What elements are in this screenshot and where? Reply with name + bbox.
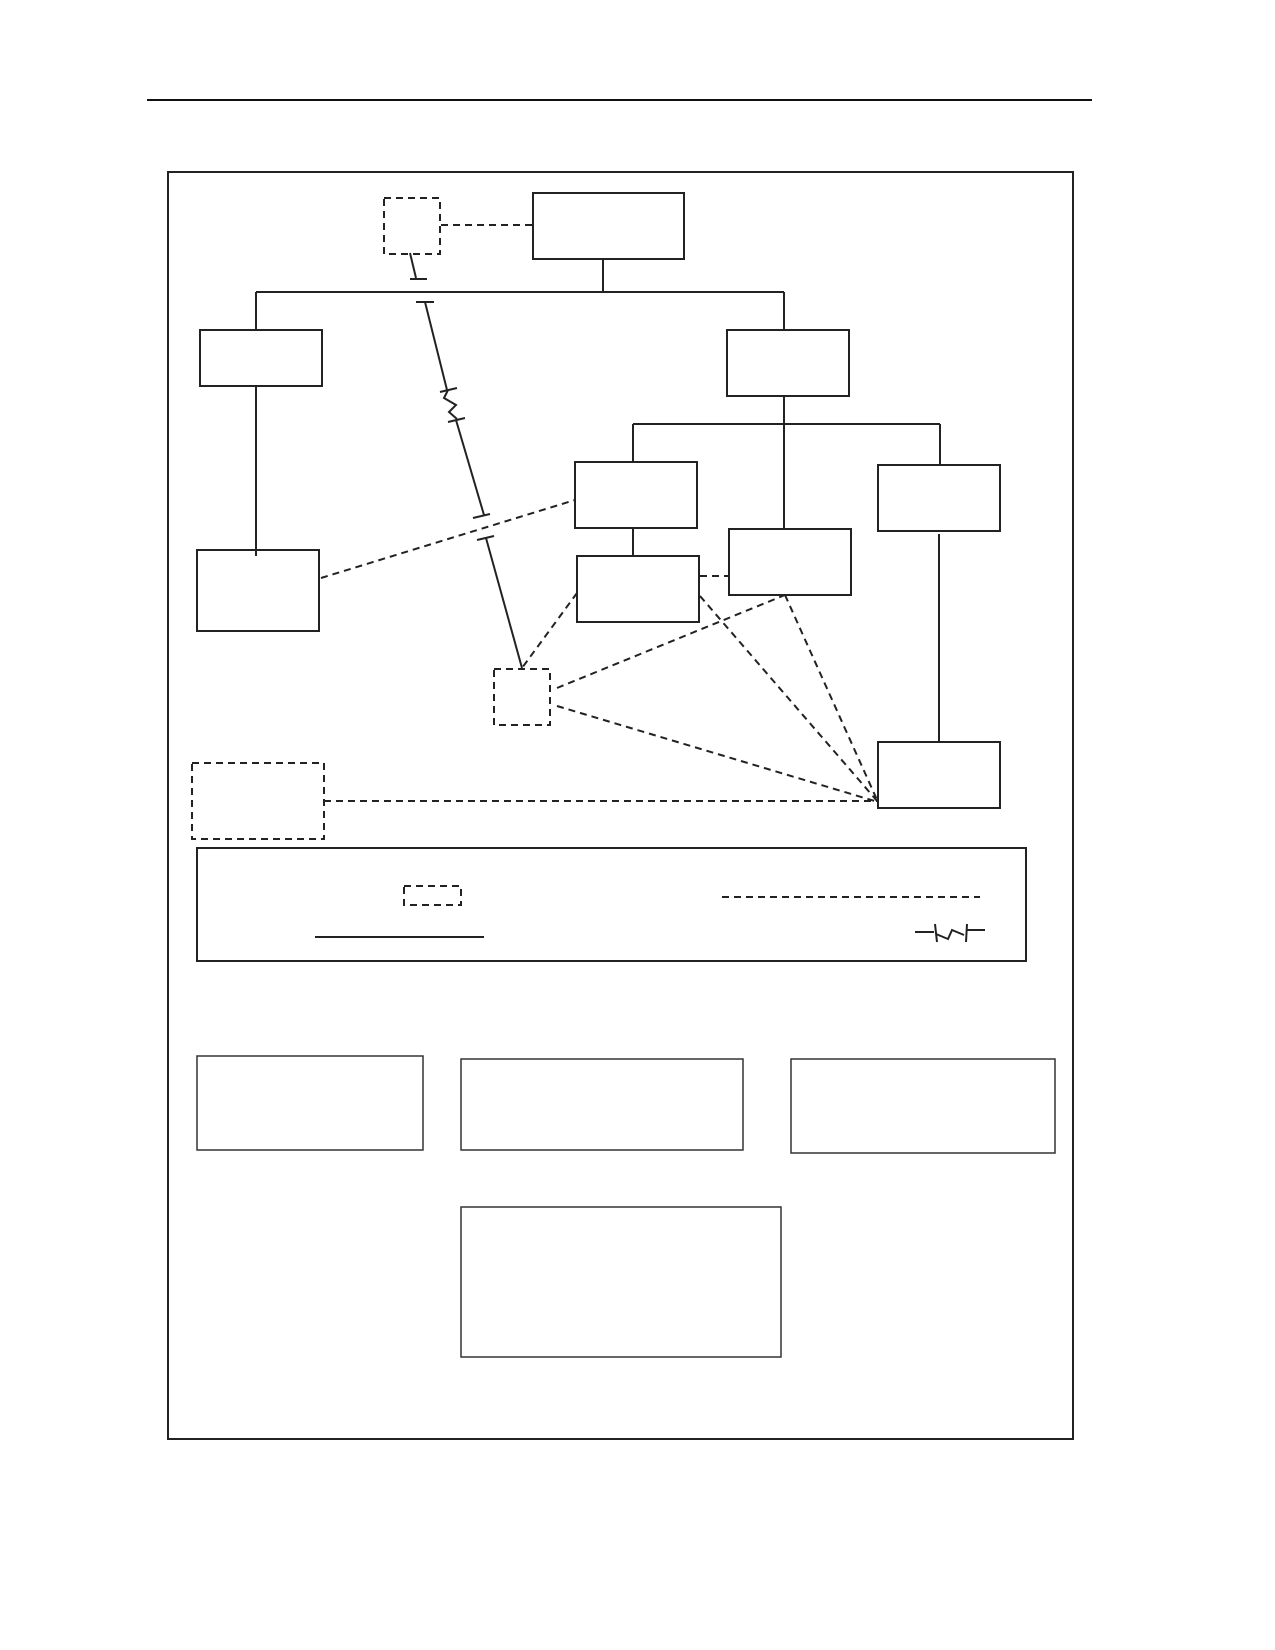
break-segment-1 [424, 301, 448, 391]
dashed-center-small-to-far-right [556, 705, 879, 803]
node-left-dashed-wide [191, 762, 325, 840]
node-center-dashed-small [493, 668, 551, 726]
bottom-box-2 [460, 1058, 744, 1151]
legend-break-line-swatch [915, 923, 985, 943]
break-segment-3 [485, 537, 523, 669]
break-segment-2 [455, 419, 485, 516]
legend-dashed-box-swatch [403, 885, 462, 906]
dashed-connectors [320, 224, 879, 803]
legend-frame [196, 847, 1027, 962]
legend [196, 847, 1027, 962]
bottom-box-3 [790, 1058, 1056, 1154]
node-mid-lower [576, 555, 700, 623]
break-line-connector [409, 252, 523, 669]
diagram-nodes [191, 192, 1001, 840]
solid-connectors [255, 259, 941, 742]
break-cap-5 [472, 513, 491, 519]
node-top-root [532, 192, 685, 260]
bottom-box-1 [196, 1055, 424, 1151]
node-center-right [728, 528, 852, 596]
node-mid-upper [574, 461, 698, 529]
break-tick-top [409, 252, 417, 279]
node-left-upper [199, 329, 323, 387]
diagram-frame [167, 171, 1074, 1440]
break-cap-3 [439, 387, 458, 393]
dashed-mid-lower-to-center-small [521, 592, 578, 669]
dashed-center-right-to-far-right [784, 594, 879, 803]
break-cap-6 [476, 535, 495, 541]
dashed-center-small-to-center-right [556, 594, 786, 689]
bottom-box-4 [460, 1206, 782, 1358]
dashed-mid-lower-to-far-right [699, 595, 879, 803]
node-top-dashed-small [383, 197, 441, 255]
break-zigzag [442, 389, 458, 420]
node-right-upper [726, 329, 850, 397]
node-far-right-lower [877, 741, 1001, 809]
node-far-right-upper [877, 464, 1001, 532]
dashed-left-lower-to-mid-upper [320, 499, 576, 579]
bottom-boxes [196, 1055, 1056, 1358]
node-left-lower [196, 549, 320, 632]
